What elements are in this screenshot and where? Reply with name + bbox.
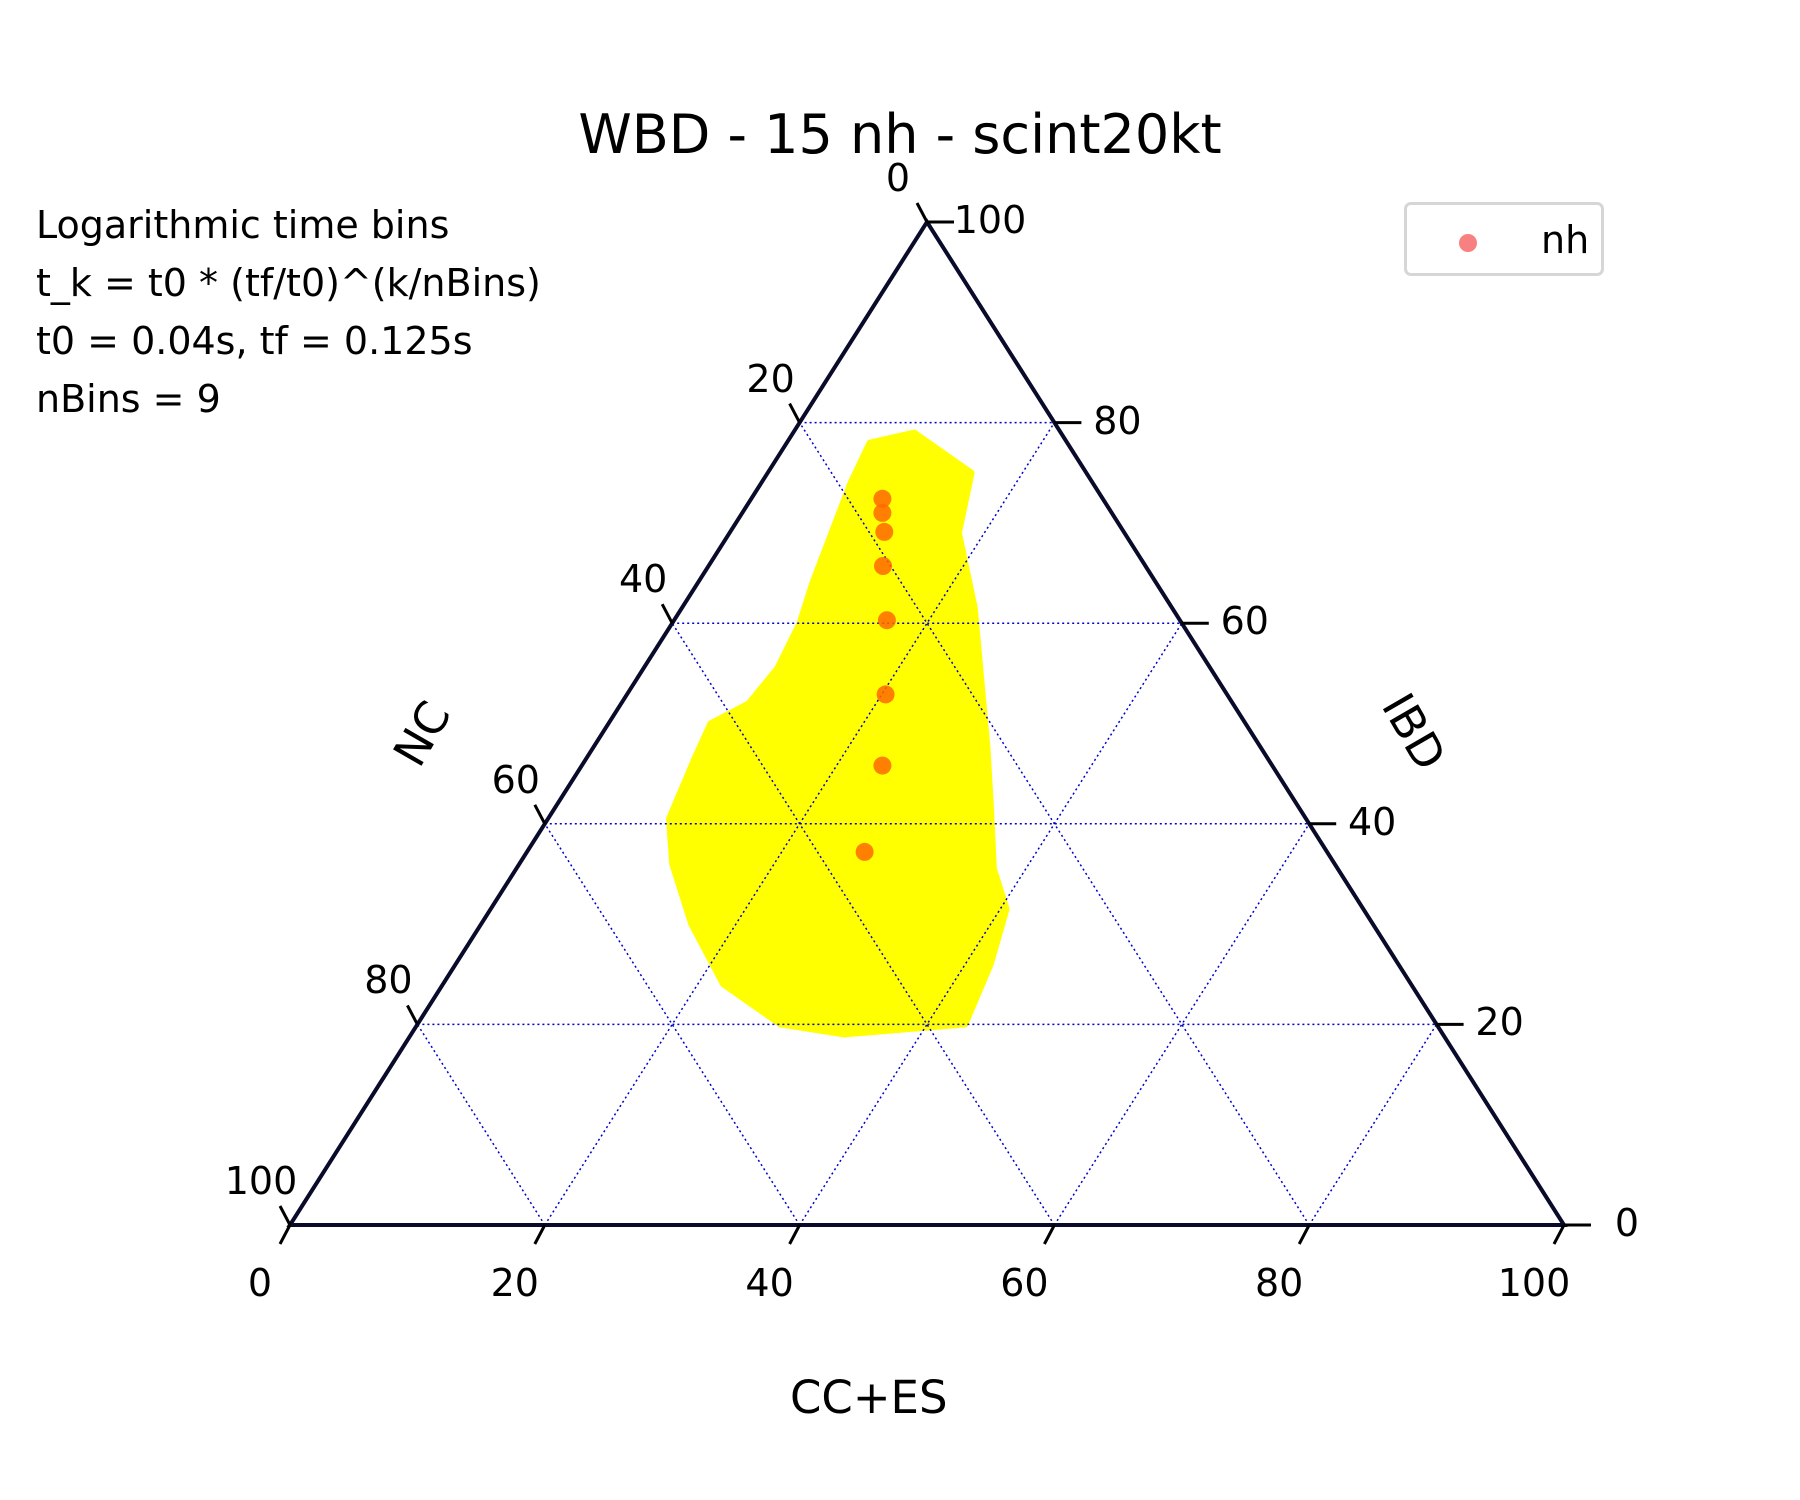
data-point — [873, 756, 892, 775]
data-point — [874, 557, 892, 575]
triangle-outline — [286, 218, 1568, 1227]
tick-label-right: 20 — [1475, 1000, 1524, 1045]
data-point — [855, 842, 874, 861]
grid-layer — [416, 421, 1438, 1226]
tick-mark-left — [915, 202, 929, 223]
annotation-line: Logarithmic time bins — [36, 203, 450, 247]
data-point — [875, 522, 894, 541]
data-point — [873, 489, 892, 508]
triangle-frame — [286, 218, 1568, 1227]
tick-mark-bottom — [1552, 1224, 1566, 1245]
tick-mark-bottom — [533, 1224, 547, 1245]
tick-mark-left — [278, 1205, 292, 1226]
grid-line — [544, 823, 801, 1226]
chart-title: WBD - 15 nh - scint20kt — [578, 103, 1222, 166]
grid-line — [1053, 823, 1310, 1226]
tick-mark-left — [406, 1004, 419, 1026]
grid-line — [416, 1023, 546, 1226]
tick-label-left: 0 — [885, 156, 911, 200]
tick-label-right: 40 — [1348, 799, 1397, 844]
tick-mark-layer — [278, 202, 1591, 1245]
tick-label-bottom: 80 — [1255, 1261, 1304, 1305]
legend: nh — [1404, 202, 1604, 276]
tick-label-left: 60 — [491, 757, 540, 802]
data-point — [877, 611, 896, 630]
tick-mark-bottom — [278, 1224, 292, 1245]
legend-label-nh: nh — [1541, 218, 1590, 262]
data-point — [876, 685, 895, 704]
tick-mark-left — [660, 603, 674, 624]
confidence-region-layer — [666, 429, 1010, 1038]
tick-label-right: 60 — [1220, 599, 1269, 644]
tick-label-bottom: 20 — [490, 1261, 539, 1305]
tick-label-left: 80 — [364, 958, 413, 1003]
annotation-line: t_k = t0 * (tf/t0)^(k/nBins) — [36, 261, 541, 305]
tick-label-bottom: 40 — [745, 1261, 794, 1305]
tick-mark-bottom — [788, 1224, 801, 1245]
tick-mark-bottom — [1297, 1224, 1311, 1245]
tick-mark-left — [533, 804, 547, 825]
tick-label-left: 100 — [224, 1159, 298, 1203]
tick-label-left: 20 — [746, 356, 795, 401]
axis-title-bottom: CC+ES — [790, 1371, 948, 1424]
tick-label-right: 0 — [1614, 1201, 1640, 1245]
grid-line — [1308, 1023, 1438, 1226]
grid-line — [798, 622, 1183, 1226]
confidence-region — [666, 429, 1010, 1038]
tick-label-left: 40 — [619, 557, 668, 602]
tick-label-bottom: 100 — [1497, 1261, 1571, 1305]
grid-line — [671, 622, 1056, 1226]
tick-label-right: 100 — [953, 198, 1027, 242]
tick-label-bottom: 0 — [247, 1261, 273, 1305]
data-point — [873, 503, 892, 522]
tick-label-right: 80 — [1093, 398, 1142, 443]
annotation-text: Logarithmic time bins t_k = t0 * (tf/t0)^… — [36, 196, 541, 428]
legend-marker-nh — [1459, 234, 1477, 252]
tick-mark-left — [788, 402, 801, 424]
annotation-line: nBins = 9 — [36, 377, 221, 421]
annotation-line: t0 = 0.04s, tf = 0.125s — [36, 319, 473, 363]
tick-label-bottom: 60 — [1000, 1261, 1049, 1305]
data-point-layer — [855, 489, 896, 861]
tick-mark-bottom — [1043, 1224, 1056, 1245]
